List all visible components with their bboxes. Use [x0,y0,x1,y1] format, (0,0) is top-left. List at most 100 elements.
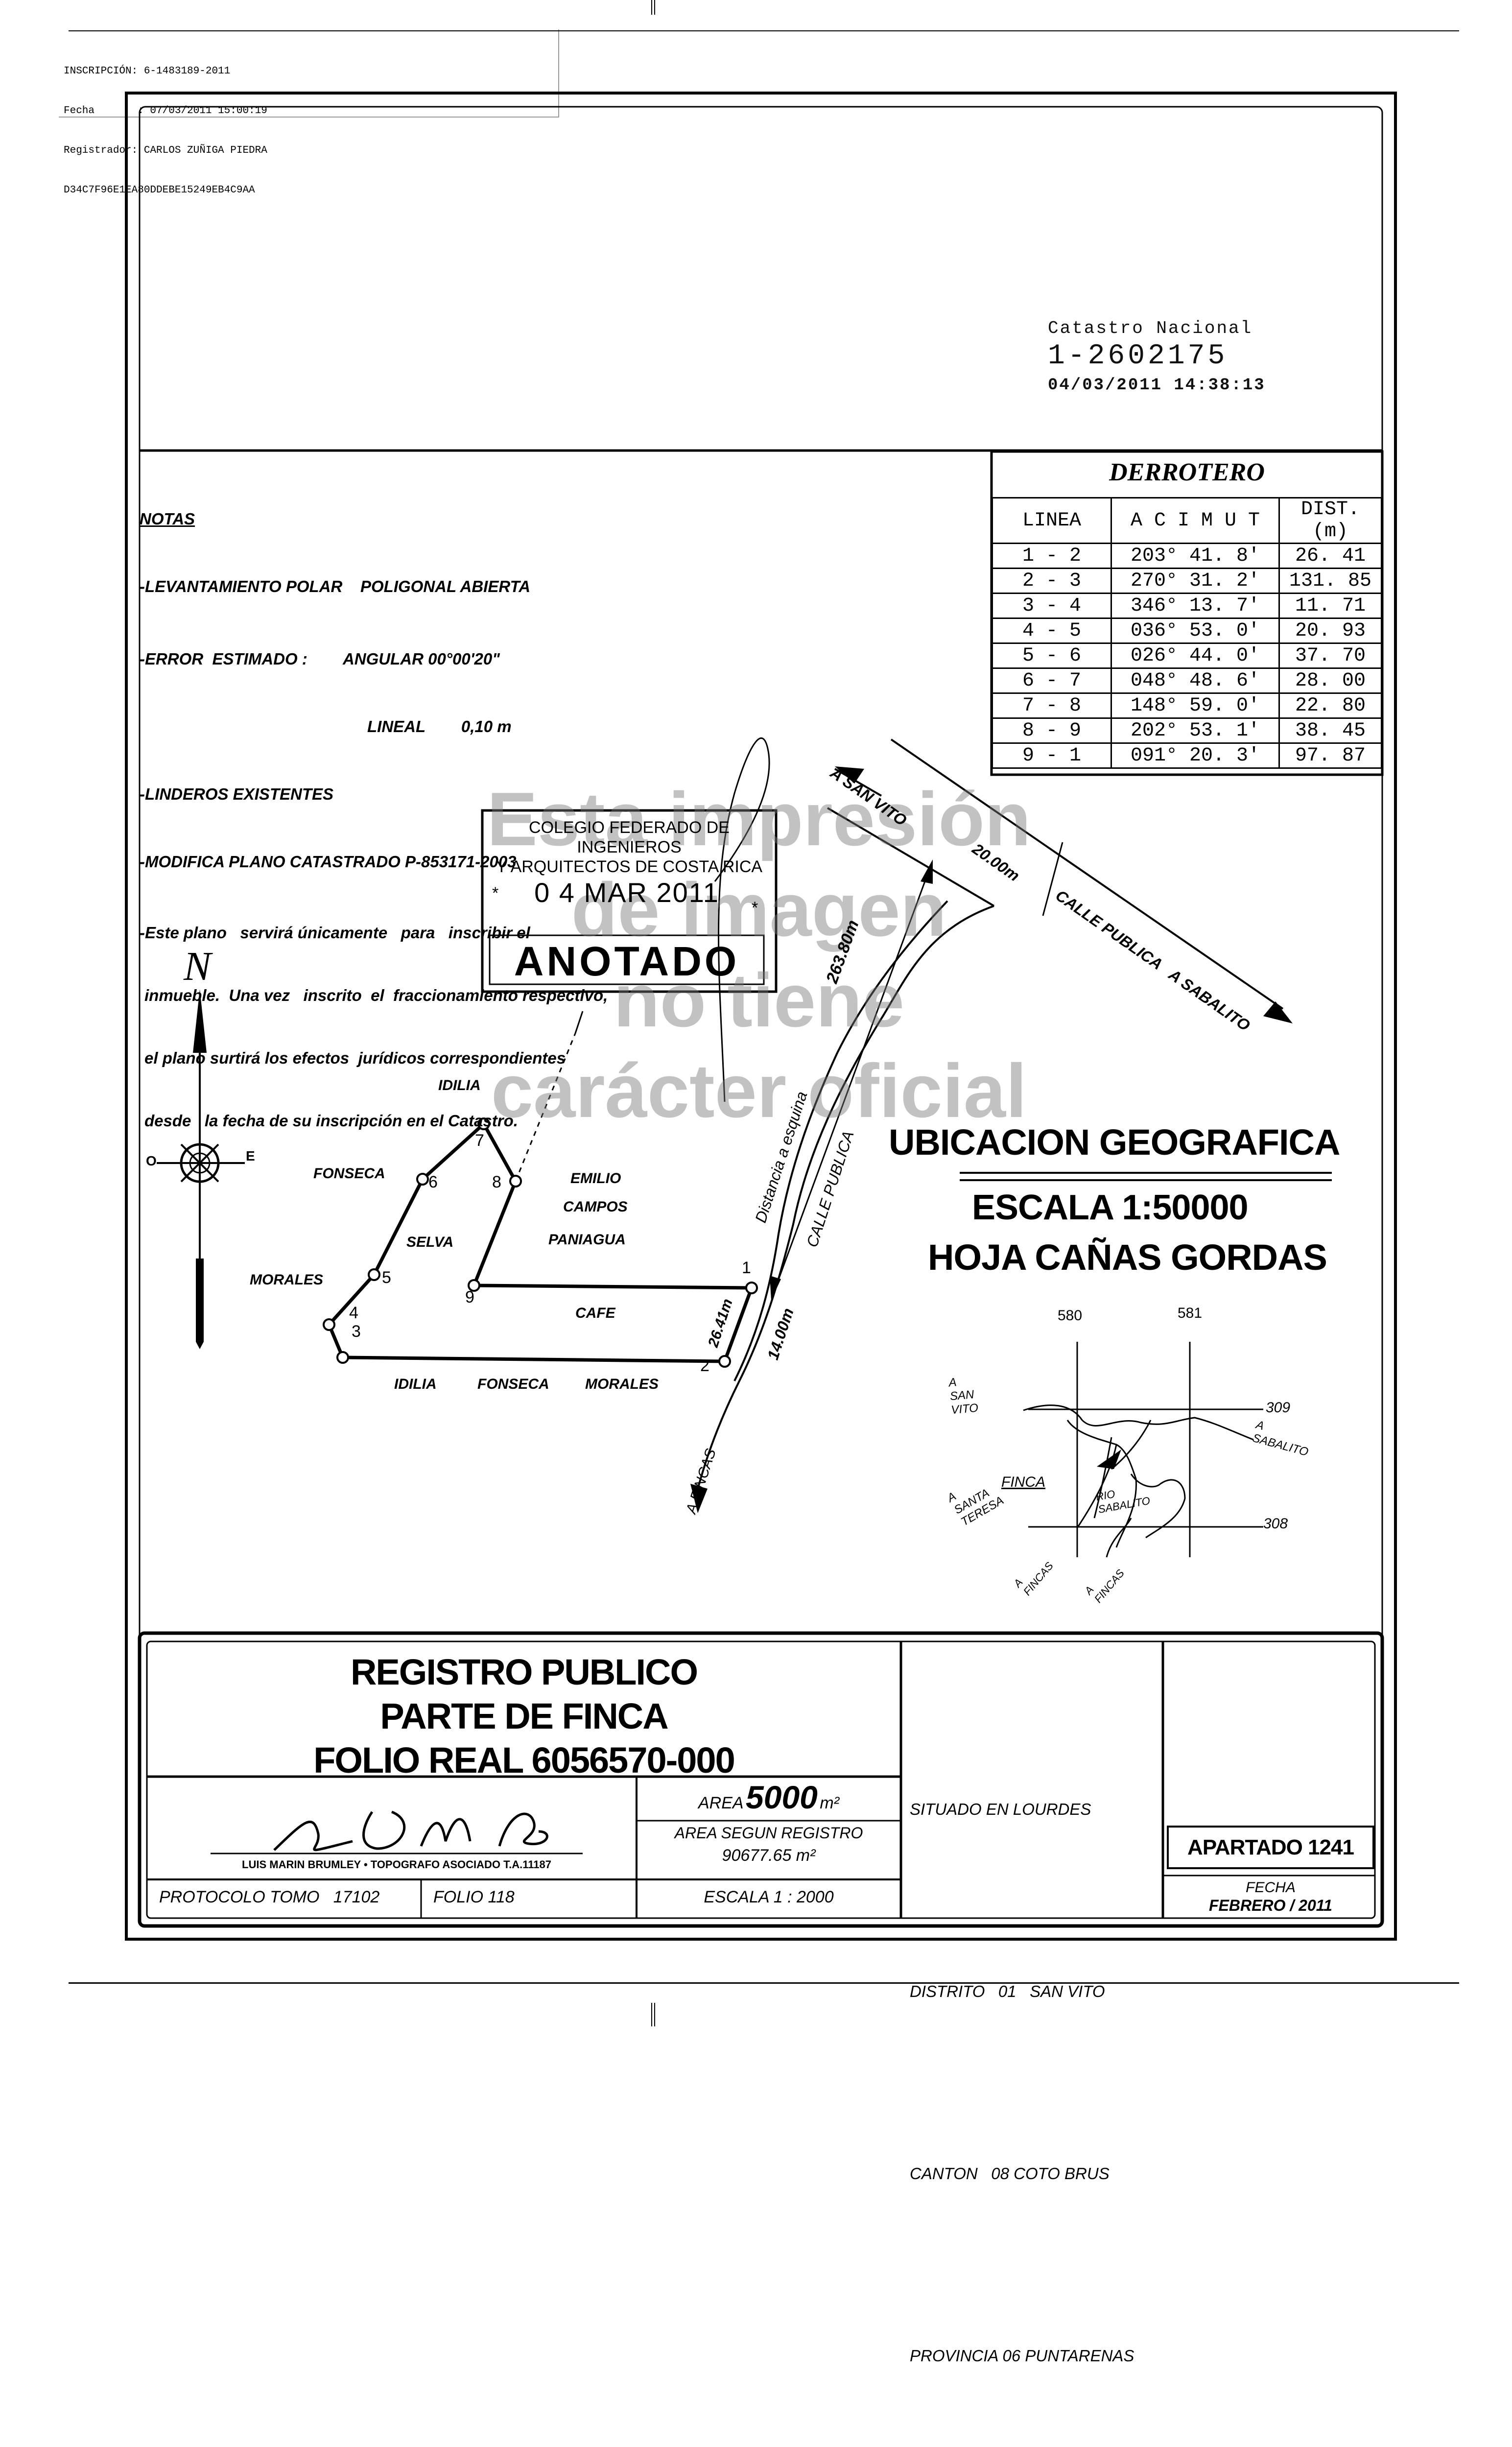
header-box-edge [558,29,559,118]
property-polygon [327,1121,754,1363]
tb-situado: SITUADO EN LOURDES [910,1800,1091,1818]
stamp-anotado-frame [489,934,765,985]
location-map [1023,1342,1263,1558]
cell-acimut: 203° 41. 8' [1110,543,1280,569]
tb-area-unit: m² [820,1794,839,1812]
notes-title: NOTAS [140,510,195,528]
catastro-datetime: 04/03/2011 14:38:13 [1048,376,1266,395]
loc-san-vito: A SAN VITO [948,1376,979,1417]
stamp-status: ANOTADO [514,938,740,984]
vertex-label-6: 6 [428,1173,438,1191]
stamp-star-left: * [492,884,499,903]
grid-580: 580 [1058,1307,1083,1324]
tb-area-value: 5000 [746,1779,818,1815]
neighbor-fonseca: FONSECA [313,1165,385,1182]
header-line: Fecha : 07/03/2011 15:00:19 [64,105,267,117]
north-arrow-icon [157,989,245,1349]
cell-linea: 6 - 7 [992,667,1112,694]
dist-line [773,866,931,1293]
tb-protocolo: PROTOCOLO TOMO 17102 [159,1888,380,1906]
cell-acimut: 202° 53. 1' [1110,717,1280,744]
stamp-frame [481,809,778,993]
outer-frame [125,92,1397,1941]
notes-line: -LEVANTAMIENTO POLAR POLIGONAL ABIERTA [140,577,531,595]
loc-finca: FINCA [1001,1474,1045,1490]
tb-area-reg-value: 90677.65 m² [722,1846,816,1865]
arrow-fincas [690,1484,708,1513]
cell-dist: 28. 00 [1278,667,1382,694]
arrow-san-vito [835,766,864,784]
neighbor-fonseca-bottom: FONSECA [477,1376,549,1392]
vertex-label-4: 4 [349,1304,358,1322]
title-block-inner [146,1640,1376,1919]
notes-line: el plano surtirá los efectos jurídicos c… [144,1049,566,1067]
notes-line: -MODIFICA PLANO CATASTRADO P-853171-2003 [140,853,517,871]
cell-dist: 38. 45 [1278,717,1382,744]
ubicacion-hoja: HOJA CAÑAS GORDAS [928,1237,1327,1278]
vertex-label-9: 9 [465,1288,474,1307]
tb-folio: FOLIO 118 [433,1888,515,1906]
cell-acimut: 036° 53. 0' [1110,618,1280,644]
cell-dist: 20. 93 [1278,618,1382,644]
tb-escala: ESCALA 1 : 2000 [704,1888,834,1906]
neighbor-morales-bottom: MORALES [585,1376,659,1392]
notes-line: LINEAL 0,10 m [367,717,512,736]
cell-linea: 2 - 3 [992,568,1112,594]
tb-distrito: DISTRITO 01 SAN VITO [910,1982,1105,2000]
north-label: N [184,944,212,989]
cell-acimut: 048° 48. 6' [1110,667,1280,694]
stamp-colegio: COLEGIO FEDERADO DE INGENIEROS Y ARQUITE… [485,818,774,877]
cell-dist: 22. 80 [1278,692,1382,719]
neighbor-emilio: EMILIO [570,1170,621,1187]
grid-308: 308 [1263,1516,1288,1532]
title-block-frame [138,1631,1384,1928]
notes-block: NOTAS -LEVANTAMIENTO POLAR POLIGONAL ABI… [140,463,608,1152]
road-lines [694,738,1284,1499]
tb-area-reg-label: AREA SEGUN REGISTRO [674,1824,863,1842]
cell-linea: 5 - 6 [992,642,1112,669]
header-line: Registrador: CARLOS ZUÑIGA PIEDRA [64,145,267,156]
cell-dist: 97. 87 [1278,742,1382,769]
dist-arrow-bottom [770,1276,781,1300]
notes-line: -ERROR ESTIMADO : ANGULAR 00°00'20" [140,650,500,668]
scan-top-mark [651,0,655,15]
neighbor-idilia-bottom: IDILIA [394,1376,437,1392]
signature-scribble [714,737,770,1102]
tb-canton: CANTON 08 COTO BRUS [910,2164,1110,2183]
cell-linea: 9 - 1 [992,742,1112,769]
derrotero-title: DERROTERO [1109,458,1265,486]
notes-line: -LINDEROS EXISTENTES [140,785,334,803]
tb-area-label: AREA [698,1794,744,1812]
tb-area-row: AREA 5000 m² [637,1779,901,1816]
dist-arrow-top [921,859,933,884]
vertex-label-1: 1 [742,1259,751,1277]
tb-line-3: FOLIO REAL 6056570-000 [313,1740,735,1781]
vertex-label-7: 7 [475,1131,484,1150]
neighbor-boundary [515,1033,576,1182]
header-line: INSCRIPCIÓN: 6-1483189-2011 [64,66,231,77]
notes-line: desde la fecha de su inscripción en el C… [144,1112,518,1130]
apartado-frame [1167,1826,1374,1869]
header-line: D34C7F96E1EA80DDEBE15249EB4C9AA [64,185,255,196]
plan-drawing [125,92,1397,1941]
tb-title: REGISTRO PUBLICO PARTE DE FINCA FOLIO RE… [147,1650,901,1782]
stamp-star-right: * [752,899,758,917]
catastro-title: Catastro Nacional [1048,318,1253,338]
scan-bottom-line [69,1982,1459,1984]
cell-linea: 7 - 8 [992,692,1112,719]
registry-header: INSCRIPCIÓN: 6-1483189-2011 Fecha : 07/0… [64,38,267,210]
surveyor-signature [273,1810,548,1852]
width-dim [1042,842,1063,916]
ubicacion-escala: ESCALA 1:50000 [972,1188,1249,1227]
cell-dist: 26. 41 [1278,543,1382,569]
cell-acimut: 026° 44. 0' [1110,642,1280,669]
tb-line-1: REGISTRO PUBLICO [350,1652,698,1692]
watermark-line: carácter oficial [491,1048,1027,1133]
